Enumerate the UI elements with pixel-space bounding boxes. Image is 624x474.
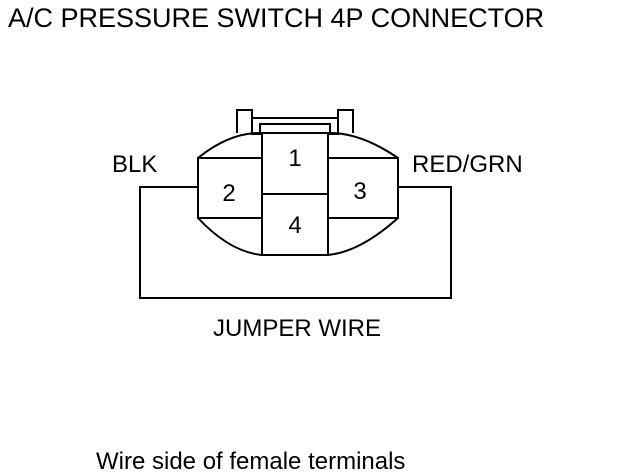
terminal-cavity-2 xyxy=(197,157,263,219)
diagram-caption: Wire side of female terminals xyxy=(96,448,405,474)
terminal-number-4: 4 xyxy=(288,212,301,239)
jumper-wire-label: JUMPER WIRE xyxy=(213,315,381,342)
terminal-cavity-1 xyxy=(261,132,329,195)
connector-locking-tab xyxy=(236,109,354,135)
diagram-title: A/C PRESSURE SWITCH 4P CONNECTOR xyxy=(8,3,544,33)
terminal-number-1: 1 xyxy=(288,145,301,172)
terminal-cavity-3 xyxy=(327,157,399,219)
jumper-wire-line xyxy=(139,186,452,299)
terminal-number-3: 3 xyxy=(353,178,366,205)
wire-label-right: RED/GRN xyxy=(412,151,523,178)
terminal-cavity-4 xyxy=(261,193,329,256)
terminal-number-2: 2 xyxy=(222,180,235,207)
wire-label-left: BLK xyxy=(112,151,157,178)
